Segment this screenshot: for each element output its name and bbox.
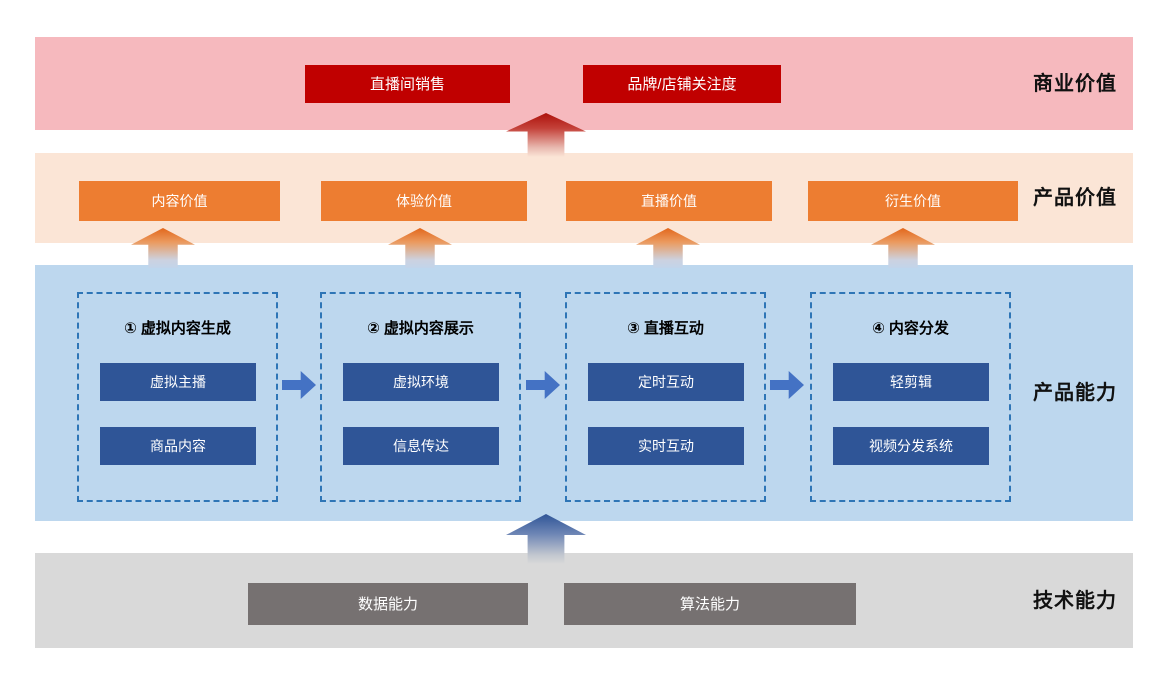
node-content-value: 内容价值 bbox=[79, 181, 280, 221]
group-title: ① 虚拟内容生成 bbox=[124, 320, 231, 337]
group-title: ③ 直播互动 bbox=[627, 320, 704, 337]
layer-label-product-capability: 产品能力 bbox=[1033, 382, 1117, 404]
node-scheduled-interaction: 定时互动 bbox=[588, 363, 744, 401]
node-virtual-environment: 虚拟环境 bbox=[343, 363, 499, 401]
group-content-distribution: ④ 内容分发 轻剪辑 视频分发系统 bbox=[810, 292, 1011, 502]
node-livestream-value: 直播价值 bbox=[566, 181, 772, 221]
node-information-delivery: 信息传达 bbox=[343, 427, 499, 465]
node-product-content: 商品内容 bbox=[100, 427, 256, 465]
node-realtime-interaction: 实时互动 bbox=[588, 427, 744, 465]
node-derivative-value: 衍生价值 bbox=[808, 181, 1018, 221]
node-video-distribution-system: 视频分发系统 bbox=[833, 427, 989, 465]
layer-label-product-value: 产品价值 bbox=[1033, 187, 1117, 209]
node-algorithm-capability: 算法能力 bbox=[564, 583, 856, 625]
group-livestream-interaction: ③ 直播互动 定时互动 实时互动 bbox=[565, 292, 766, 502]
node-livestream-room-sales: 直播间销售 bbox=[305, 65, 510, 103]
node-virtual-host: 虚拟主播 bbox=[100, 363, 256, 401]
group-virtual-content-generation: ① 虚拟内容生成 虚拟主播 商品内容 bbox=[77, 292, 278, 502]
node-brand-store-attention: 品牌/店铺关注度 bbox=[583, 65, 781, 103]
node-experience-value: 体验价值 bbox=[321, 181, 527, 221]
layer-label-business-value: 商业价值 bbox=[1033, 73, 1117, 95]
group-title: ② 虚拟内容展示 bbox=[367, 320, 474, 337]
node-light-editing: 轻剪辑 bbox=[833, 363, 989, 401]
layer-label-tech-capability: 技术能力 bbox=[1033, 590, 1117, 612]
group-title: ④ 内容分发 bbox=[872, 320, 949, 337]
node-data-capability: 数据能力 bbox=[248, 583, 528, 625]
group-virtual-content-display: ② 虚拟内容展示 虚拟环境 信息传达 bbox=[320, 292, 521, 502]
